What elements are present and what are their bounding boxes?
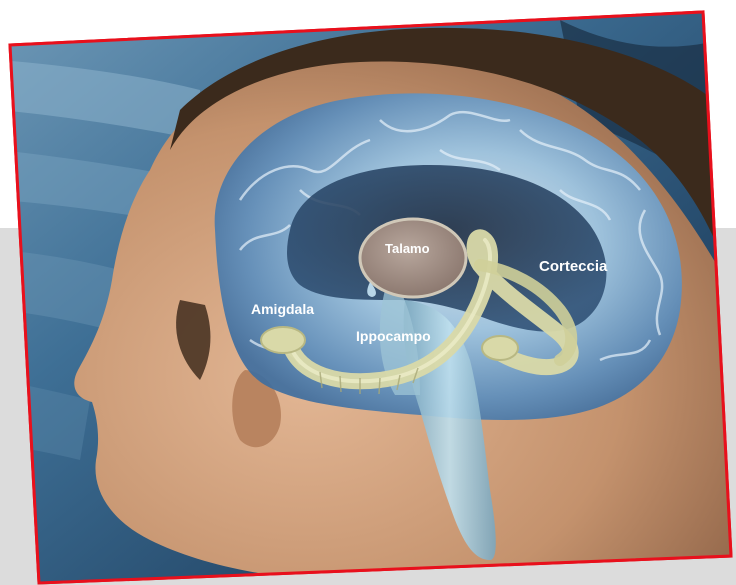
amygdala: [261, 327, 305, 353]
label-ippocampo: Ippocampo: [356, 328, 431, 344]
label-amigdala: Amigdala: [251, 301, 314, 317]
label-talamo: Talamo: [385, 241, 430, 256]
thalamus: [360, 219, 466, 297]
label-corteccia: Corteccia: [539, 258, 608, 275]
